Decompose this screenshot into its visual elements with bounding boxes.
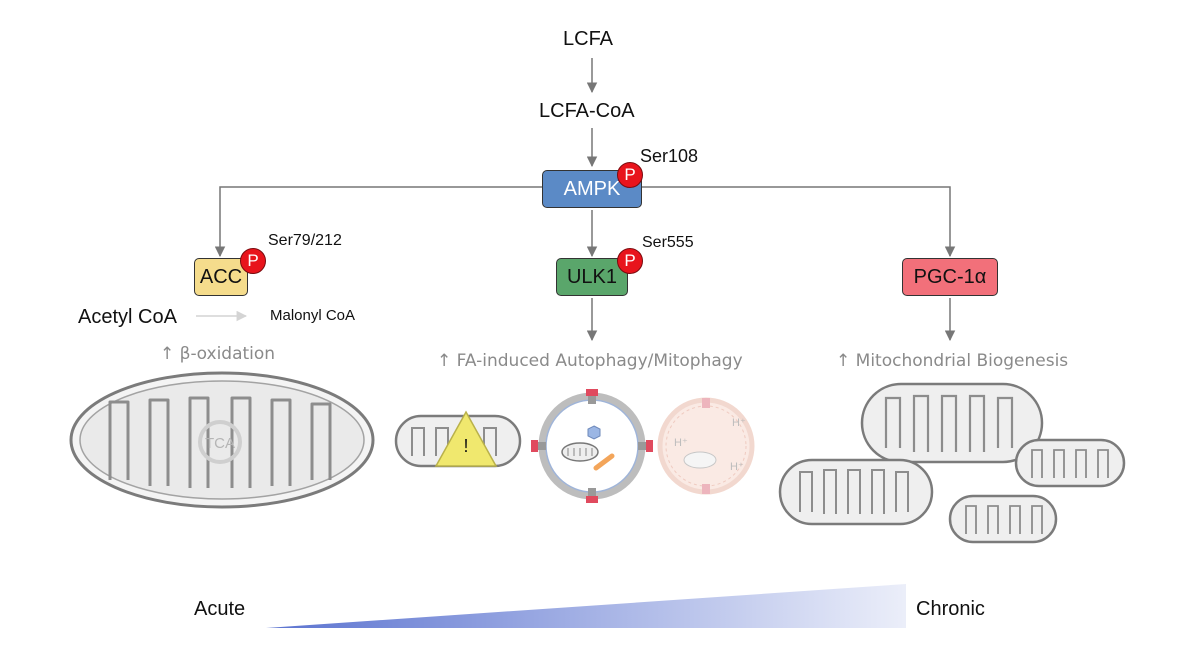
mitochondrion-large-illustration: TCA xyxy=(69,371,375,509)
acetyl-coa-label: Acetyl CoA xyxy=(78,306,177,328)
ulk1-site-label: Ser555 xyxy=(642,234,694,251)
autophagosome-illustration xyxy=(531,389,653,503)
acc-phospho-badge: P xyxy=(240,248,266,274)
proton-label-3: H⁺ xyxy=(730,461,744,473)
warning-icon: ! xyxy=(463,436,468,456)
ulk1-node: ULK1 xyxy=(556,258,628,296)
damaged-mitochondrion-illustration: ! xyxy=(394,410,522,468)
ampk-site-label: Ser108 xyxy=(640,146,699,166)
malonyl-coa-label: Malonyl CoA xyxy=(270,307,356,324)
timeline-start-label: Acute xyxy=(194,598,246,620)
ulk1-label: ULK1 xyxy=(566,265,618,288)
lcfa-coa-label: LCFA-CoA xyxy=(539,100,635,122)
proton-label-2: H⁺ xyxy=(674,437,688,449)
biogenesis-effect: ↑ Mitochondrial Biogenesis xyxy=(836,351,1069,371)
arrow-ampk-to-acc xyxy=(214,186,542,258)
acc-site-label: Ser79/212 xyxy=(268,232,342,249)
acute-chronic-gradient xyxy=(266,584,906,628)
proton-label-1: H⁺ xyxy=(732,417,746,429)
autophagy-effect: ↑ FA-induced Autophagy/Mitophagy xyxy=(437,351,743,371)
tca-label: TCA xyxy=(205,435,235,452)
lcfa-label: LCFA xyxy=(563,28,614,50)
pgc1a-label: PGC-1α xyxy=(913,265,987,288)
pgc1a-node: PGC-1α xyxy=(902,258,998,296)
ampk-label: AMPK xyxy=(563,177,621,200)
acc-node: ACC xyxy=(194,258,248,296)
autolysosome-illustration: H⁺ H⁺ H⁺ xyxy=(657,397,755,495)
acc-label: ACC xyxy=(199,265,243,288)
timeline-end-label: Chronic xyxy=(916,598,985,620)
beta-oxidation-effect: ↑ β-oxidation xyxy=(160,344,276,364)
ulk1-phospho-badge: P xyxy=(617,248,643,274)
ampk-phospho-badge: P xyxy=(617,162,643,188)
arrow-ampk-to-pgc1a xyxy=(642,186,956,258)
biogenesis-mitochondria-illustration xyxy=(778,382,1126,544)
